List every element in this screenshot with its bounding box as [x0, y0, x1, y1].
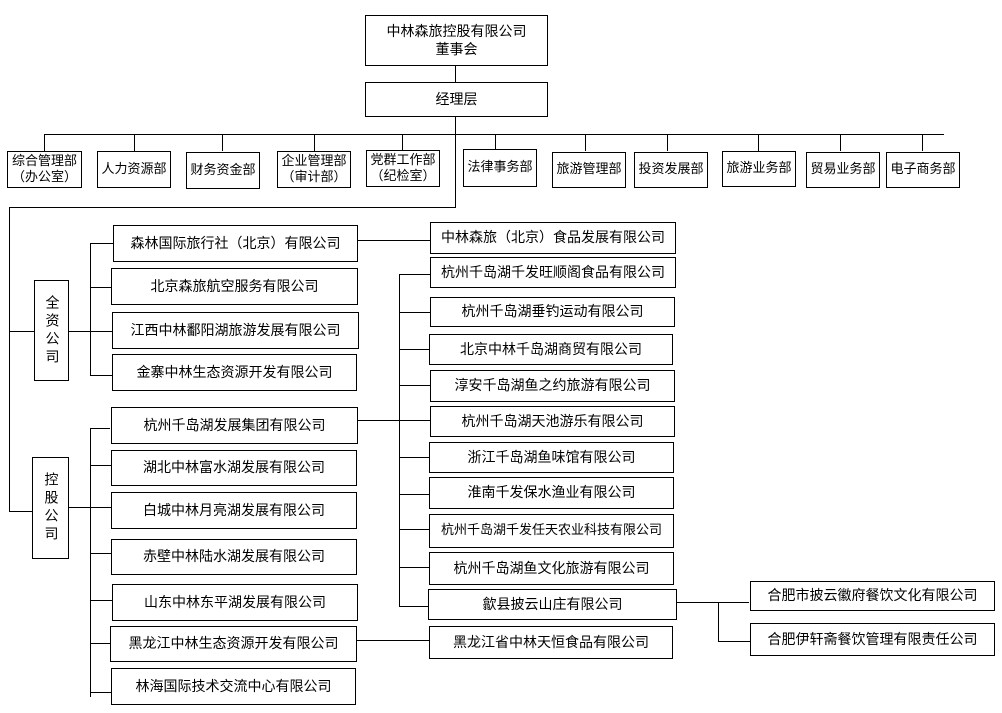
qiandaohu-sub: 浙江千岛湖鱼味馆有限公司: [429, 442, 674, 473]
holding-company: 黑龙江中林生态资源开发有限公司: [110, 626, 357, 662]
connector-wholly-out: [69, 331, 90, 332]
connector-dept-5: [495, 134, 496, 151]
connector-holding-1: [90, 465, 112, 466]
connector-qdh-6: [399, 494, 430, 495]
connector-dept-bus: [44, 134, 944, 135]
holding-label: 控股公司: [32, 457, 69, 559]
management-box: 经理层: [365, 82, 548, 117]
holding-company: 杭州千岛湖发展集团有限公司: [111, 407, 358, 444]
qiandaohu-sub: 杭州千岛湖鱼文化旅游有限公司: [429, 552, 674, 585]
connector-qdh-bus: [399, 274, 400, 607]
dept-box: 人力资源部: [97, 151, 171, 188]
wholly-owned-company: 森林国际旅行社（北京）有限公司: [113, 225, 358, 262]
connector-dept-1: [134, 134, 135, 151]
dept-box: 企业管理部 （审计部）: [277, 151, 351, 188]
connector-wholly: [9, 331, 34, 332]
connector-subsidiary-bus: [9, 207, 456, 208]
connector-holding-4: [90, 600, 112, 601]
wholly-owned-company: 金寨中林生态资源开发有限公司: [112, 354, 357, 391]
dept-box: 电子商务部: [886, 152, 960, 188]
piyun-sub: 合肥市披云徽府餐饮文化有限公司: [750, 581, 995, 611]
board-box: 中林森旅控股有限公司 董事会: [365, 15, 548, 66]
qiandaohu-sub: 杭州千岛湖天池游乐有限公司: [430, 406, 675, 437]
wholly-owned-label: 全资公司: [34, 280, 69, 381]
connector-holding-bus: [90, 428, 91, 697]
connector-dept-10: [922, 134, 923, 151]
connector-travel-food: [357, 240, 430, 241]
piyun-shanzhuang: 歙县披云山庄有限公司: [428, 589, 677, 620]
connector-piyun-out: [676, 602, 749, 603]
wholly-owned-company: 江西中林鄱阳湖旅游发展有限公司: [112, 312, 359, 349]
qiandaohu-sub: 杭州千岛湖千发旺顺阁食品有限公司: [430, 257, 676, 288]
wholly-owned-company: 北京森旅航空服务有限公司: [111, 268, 358, 305]
connector-qdh-1: [399, 312, 430, 313]
connector-dept-7: [667, 134, 668, 151]
dept-box: 综合管理部 （办公室）: [7, 151, 82, 188]
dept-box: 财务资金部: [186, 152, 260, 189]
connector-left-trunk: [9, 207, 10, 512]
heilongjiang-sub: 黑龙江省中林天恒食品有限公司: [429, 626, 673, 659]
connector-dept-0: [44, 134, 45, 151]
connector-holding-3: [90, 553, 112, 554]
dept-box: 旅游管理部: [552, 152, 626, 188]
qiandaohu-sub: 杭州千岛湖千发任天农业科技有限公司: [429, 514, 674, 548]
connector-qdh-5: [399, 457, 430, 458]
connector-qdh-4: [399, 420, 430, 421]
connector-dept-3: [314, 134, 315, 151]
connector-wholly-2: [90, 331, 112, 332]
connector-piyun-1: [718, 641, 750, 642]
dept-box: 旅游业务部: [722, 151, 796, 187]
connector-qdh-3: [399, 385, 430, 386]
connector-qdh-out: [357, 420, 399, 421]
piyun-sub: 合肥伊轩斋餐饮管理有限责任公司: [750, 623, 995, 656]
connector-qdh-8: [399, 567, 430, 568]
connector-mgmt-trunk: [455, 116, 456, 207]
connector-dept-8: [758, 134, 759, 151]
dept-box: 法律事务部: [463, 149, 537, 187]
connector-holding-5: [90, 643, 110, 644]
holding-company: 赤壁中林陆水湖发展有限公司: [111, 539, 357, 575]
connector-wholly-3: [90, 375, 112, 376]
holding-company: 林海国际技术交流中心有限公司: [111, 668, 356, 705]
connector-holding: [9, 511, 34, 512]
connector-board-mgmt: [455, 65, 456, 83]
connector-qdh-7: [399, 529, 430, 530]
dept-box: 投资发展部: [634, 152, 708, 188]
connector-qdh-0: [399, 274, 430, 275]
dept-box: 党群工作部 （纪检室）: [366, 150, 440, 187]
holding-company: 山东中林东平湖发展有限公司: [112, 584, 358, 621]
holding-company: 白城中林月亮湖发展有限公司: [111, 492, 357, 529]
connector-holding-6: [90, 692, 112, 693]
dept-box: 贸易业务部: [806, 152, 880, 188]
connector-hlj: [355, 640, 430, 641]
holding-company: 湖北中林富水湖发展有限公司: [111, 450, 357, 486]
connector-holding-0: [90, 428, 110, 429]
connector-wholly-bus: [90, 243, 91, 375]
connector-qdh-9: [399, 606, 430, 607]
connector-piyun-bus: [718, 602, 719, 642]
connector-holding-out: [68, 507, 90, 508]
qiandaohu-sub: 淳安千岛湖鱼之约旅游有限公司: [430, 370, 675, 402]
connector-dept-6: [585, 134, 586, 151]
connector-holding-2: [90, 507, 112, 508]
connector-wholly-1: [90, 287, 112, 288]
qiandaohu-sub: 北京中林千岛湖商贸有限公司: [429, 334, 673, 365]
connector-qdh-2: [399, 349, 430, 350]
travel-food-sub: 中林森旅（北京）食品发展有限公司: [430, 222, 676, 254]
connector-wholly-0: [90, 243, 113, 244]
qiandaohu-sub: 淮南千发保水渔业有限公司: [429, 477, 674, 509]
qiandaohu-sub: 杭州千岛湖垂钓运动有限公司: [430, 297, 675, 327]
connector-dept-2: [222, 134, 223, 151]
connector-dept-9: [840, 134, 841, 151]
connector-dept-4: [402, 134, 403, 151]
